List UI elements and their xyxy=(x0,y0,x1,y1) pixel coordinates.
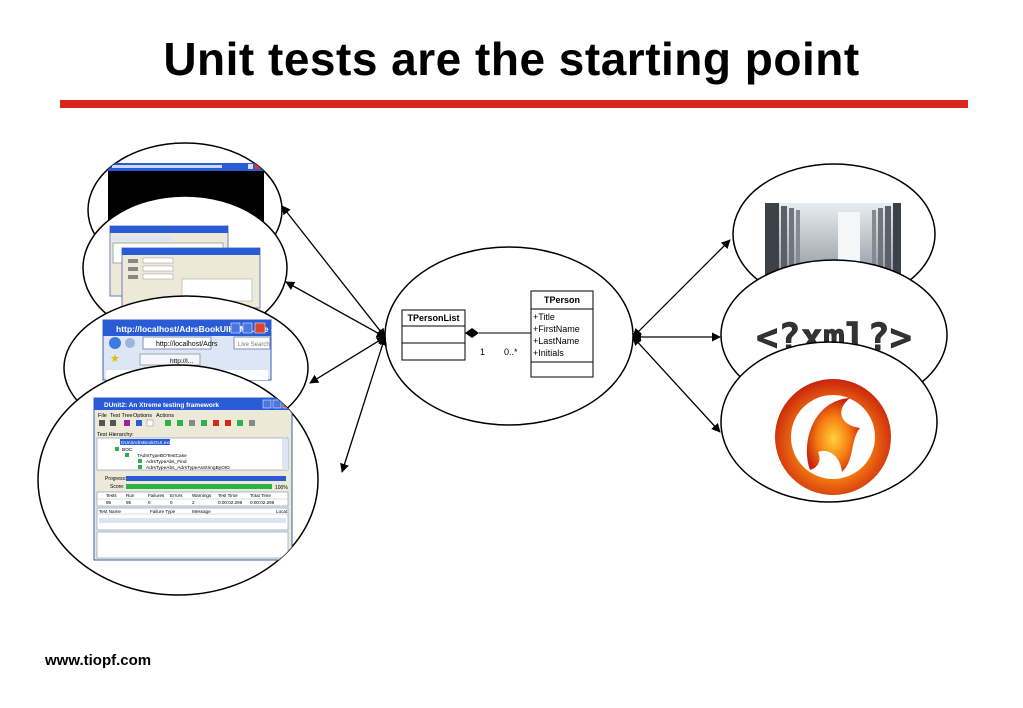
browser-title: http://localhost/AdrsBookUIHTML.exe - ..… xyxy=(116,324,283,334)
dunit-tree-testcase: TAdrsTypeBOTestCase xyxy=(137,453,187,459)
dunit-fail-header-0: Test Name xyxy=(99,509,121,514)
tpersonlist-class: TPersonList xyxy=(401,309,466,361)
dunit-hierarchy-label: Test Hierarchy: xyxy=(97,432,134,438)
dunit-stats-header-4: Warnings xyxy=(192,493,212,498)
tperson-attr-lastname: +LastName xyxy=(533,336,579,346)
browser-tab: http://l... xyxy=(170,358,193,365)
dunit-menu-tree: Test Tree xyxy=(110,413,133,419)
dunit-stats-value-2: 0 xyxy=(148,500,151,505)
composition-link: 1 0..* xyxy=(465,328,531,357)
browser-address: http://localhost/Adrs xyxy=(156,341,218,348)
connector-arrows xyxy=(281,205,731,473)
tperson-attr-firstname: +FirstName xyxy=(533,324,580,334)
tperson-attr-title: +Title xyxy=(533,312,555,322)
dunit-stats-value-4: 2 xyxy=(192,500,195,505)
multiplicity-many: 0..* xyxy=(504,347,518,357)
dunit-progress-label: Progress: xyxy=(105,476,126,482)
dunit-score-value: 100% xyxy=(275,485,288,491)
dunit-fail-header-1: Failure Type xyxy=(150,509,176,514)
svg-text:★: ★ xyxy=(110,353,120,365)
browser-search: Live Search xyxy=(238,342,270,348)
dunit-tree-boc: BOC xyxy=(122,447,133,453)
dunit-ellipse: DUnit2: An Xtreme testing framework File… xyxy=(37,364,319,596)
dunit-menu-actions: Actions xyxy=(156,413,174,419)
dunit-stats-header-3: Errors xyxy=(170,493,183,498)
dunit-stats-header-0: Tests xyxy=(106,493,117,498)
dunit-stats-header-1: Run xyxy=(126,493,135,498)
dunit-stats-value-1: 95 xyxy=(126,500,132,505)
dunit-stats-header-6: Total Time xyxy=(250,493,271,498)
footer-url: www.tiopf.com xyxy=(45,652,152,669)
dunit-menu-options: Options xyxy=(133,413,152,419)
dunit-stats-value-6: 0:00:02.296 xyxy=(250,500,275,505)
dunit-menu-file: File xyxy=(98,413,107,419)
firebird-ellipse xyxy=(720,341,938,503)
tperson-class: TPerson +Title +FirstName +LastName +Ini… xyxy=(530,290,594,378)
dunit-stats-header-2: Failures xyxy=(148,493,165,498)
title-underline xyxy=(60,100,968,108)
dunit-stats-value-3: 0 xyxy=(170,500,173,505)
dunit-fail-header-2: Message xyxy=(192,509,211,514)
tperson-name: TPerson xyxy=(544,295,580,305)
dunit-score-label: Score: xyxy=(110,484,124,490)
dunit-fail-header-3: Locat xyxy=(276,509,288,514)
dunit-stats-header-5: Test Time xyxy=(218,493,238,498)
multiplicity-one: 1 xyxy=(480,347,485,357)
dunit-tree-root: DUnitAdrsBookGUI.exe xyxy=(121,440,172,446)
page-title: Unit tests are the starting point xyxy=(163,33,860,85)
dunit-title: DUnit2: An Xtreme testing framework xyxy=(104,402,219,409)
dunit-stats-value-5: 0:00:02.296 xyxy=(218,500,243,505)
dunit-tree-asstring: AdrsTypeAbs_AdrsTypeAsStringByOID xyxy=(146,465,230,471)
firebird-logo-icon xyxy=(775,379,891,495)
tpersonlist-name: TPersonList xyxy=(407,313,459,323)
dunit-stats-value-0: 95 xyxy=(106,500,112,505)
tperson-attr-initials: +Initials xyxy=(533,348,564,358)
dunit-tree-find: AdrsTypeAbs_Find xyxy=(146,459,187,465)
